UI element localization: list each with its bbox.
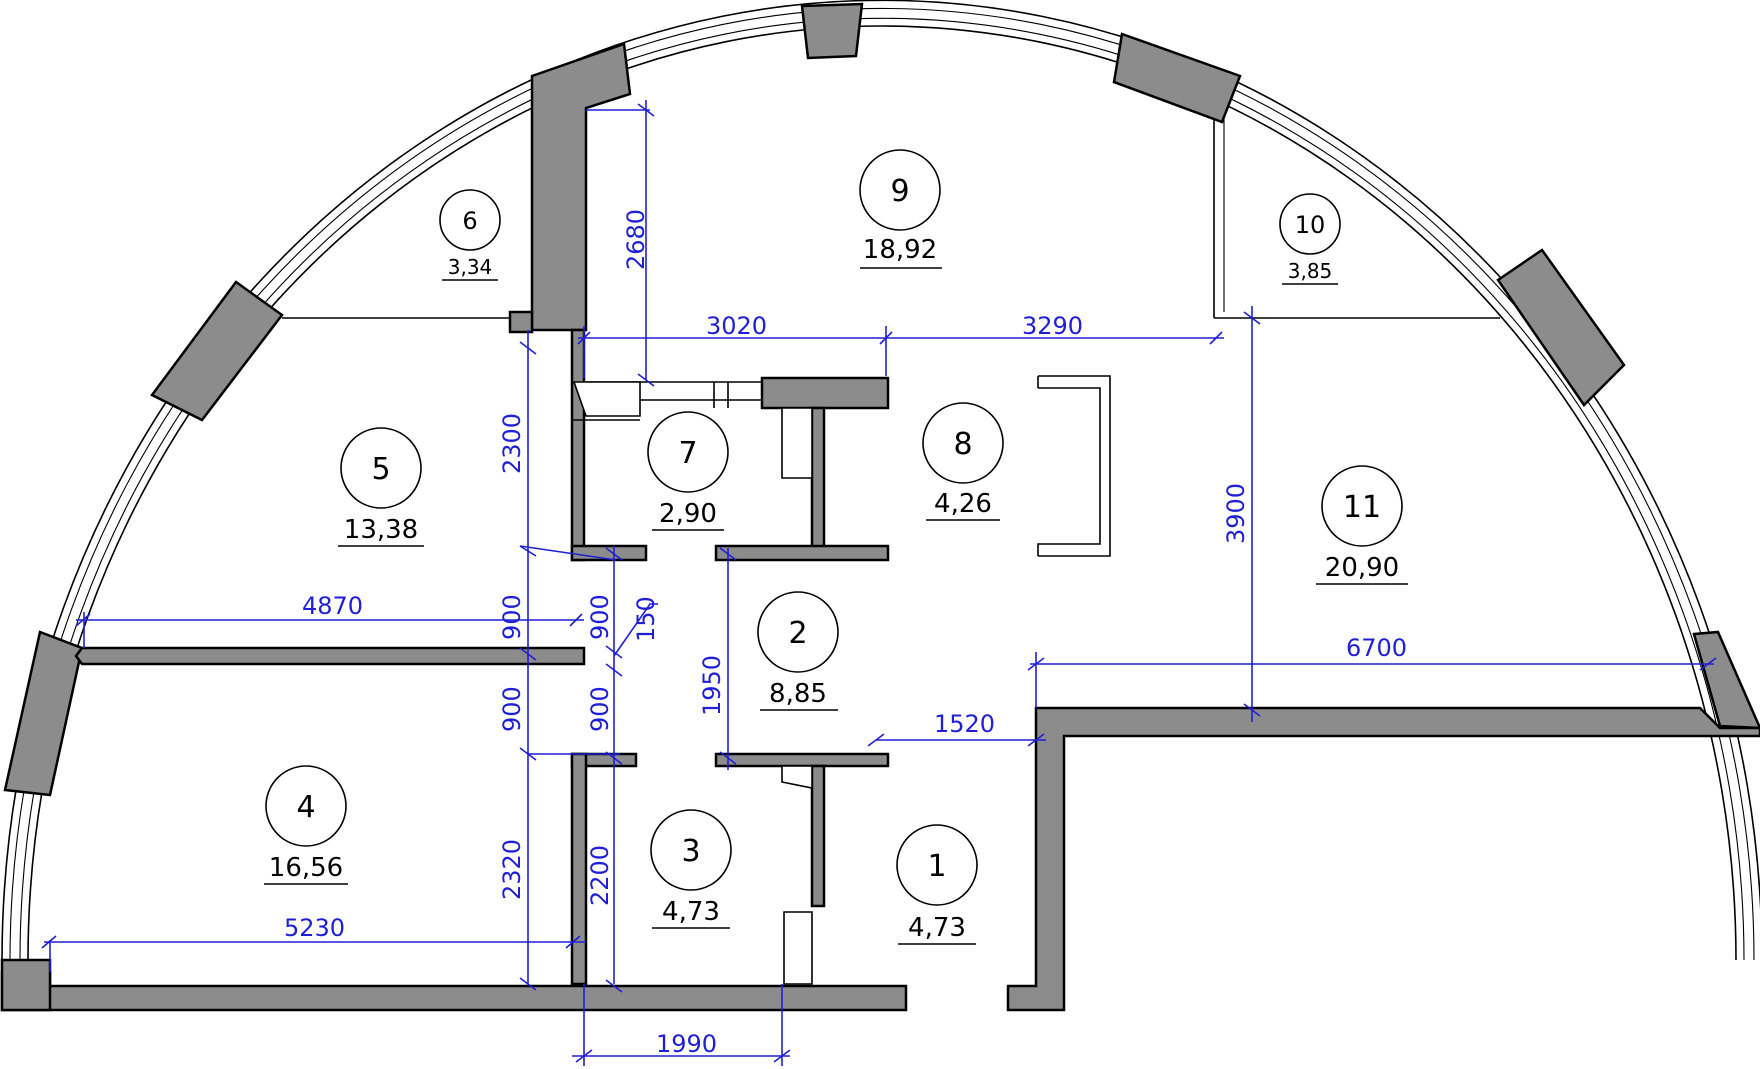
room-4-label: 4 16,56 <box>264 765 348 885</box>
dim-150: 150 <box>632 596 660 642</box>
room-labels: 1 4,73 2 8,85 3 4,73 4 16,56 5 <box>264 149 1408 945</box>
wall-3-right <box>810 764 826 908</box>
doors <box>572 381 813 985</box>
dim-2300: 2300 <box>498 413 526 474</box>
wall-7-bottom-right <box>714 544 890 562</box>
wall-7-top <box>760 376 890 410</box>
room-5-label: 5 13,38 <box>338 427 424 547</box>
room-7-number: 7 <box>678 436 697 471</box>
dim-900-a: 900 <box>498 594 526 640</box>
door-3-top <box>781 765 813 789</box>
wall-5-4 <box>74 646 586 666</box>
arc-pier-b <box>150 280 284 422</box>
wall-room1-right <box>1006 706 1760 1012</box>
room-5-area: 13,38 <box>344 515 418 545</box>
arc-pier-a <box>3 630 84 797</box>
dim-2680: 2680 <box>622 209 650 270</box>
door-3-bottom <box>783 911 813 985</box>
room-8-label: 8 4,26 <box>922 402 1004 521</box>
room-11-area: 20,90 <box>1325 553 1399 583</box>
wall-bottom <box>0 970 908 1012</box>
room-9-label: 9 18,92 <box>859 149 942 269</box>
room-5-number: 5 <box>371 452 390 487</box>
room-3-label: 3 4,73 <box>650 809 732 929</box>
wall-column-top <box>530 42 632 332</box>
dim-2200: 2200 <box>586 845 614 906</box>
wall-7-bottom-left <box>570 544 648 562</box>
dimension-labels: 2680 3020 3290 2300 3900 4870 900 900 15… <box>284 209 1407 1058</box>
room-1-area: 4,73 <box>908 913 966 943</box>
room-4-area: 16,56 <box>269 853 343 883</box>
wall-3-left <box>570 752 588 986</box>
room-2-area: 8,85 <box>769 679 827 709</box>
dimension-lines <box>41 100 1717 1066</box>
dim-3900: 3900 <box>1222 483 1250 544</box>
arc-pier-c <box>800 2 864 60</box>
room-9-number: 9 <box>890 174 909 209</box>
room-6-label: 6 3,34 <box>439 189 501 281</box>
room-3-area: 4,73 <box>662 897 720 927</box>
room-10-number: 10 <box>1295 211 1326 239</box>
room-2-number: 2 <box>788 616 807 651</box>
dim-900-d: 900 <box>586 686 614 732</box>
room-8-number: 8 <box>953 427 972 462</box>
room-8-area: 4,26 <box>934 489 992 519</box>
room-11-label: 11 20,90 <box>1316 465 1408 585</box>
arc-pier-e <box>1496 248 1626 407</box>
arc-pier-d <box>1112 32 1242 124</box>
room-4-number: 4 <box>296 790 315 825</box>
dim-1990: 1990 <box>656 1030 717 1058</box>
room-1-label: 1 4,73 <box>896 824 978 945</box>
room-11-number: 11 <box>1343 490 1381 525</box>
room-6-area: 3,34 <box>448 255 493 279</box>
room-6-number: 6 <box>462 207 477 235</box>
door-7-left <box>572 381 641 417</box>
dim-5230: 5230 <box>284 914 345 942</box>
outer-arc-lines <box>1 0 1760 961</box>
arc-pier-f <box>1692 630 1760 730</box>
room-9-area: 18,92 <box>863 235 937 265</box>
dim-4870: 4870 <box>302 592 363 620</box>
room-7-label: 7 2,90 <box>647 411 729 531</box>
room-2-label: 2 8,85 <box>757 591 839 711</box>
wall-3-top-right <box>714 752 890 768</box>
wall-7-right <box>810 406 826 550</box>
wall-stub-6 <box>508 310 534 334</box>
dim-1950: 1950 <box>698 655 726 716</box>
dim-1520: 1520 <box>934 710 995 738</box>
room-7-area: 2,90 <box>659 499 717 529</box>
room-10-area: 3,85 <box>1288 259 1333 283</box>
wall-7-left <box>570 328 586 562</box>
room-3-number: 3 <box>681 834 700 869</box>
dim-900-c: 900 <box>498 686 526 732</box>
walls <box>0 2 1760 1012</box>
dim-900-b: 900 <box>586 594 614 640</box>
room-1-number: 1 <box>927 849 946 884</box>
room-10-label: 10 3,85 <box>1279 193 1341 285</box>
dim-3020: 3020 <box>706 312 767 340</box>
dim-6700: 6700 <box>1346 634 1407 662</box>
wall-left-end <box>0 958 52 1012</box>
dim-3290: 3290 <box>1022 312 1083 340</box>
door-7-center <box>781 407 813 479</box>
dim-2320: 2320 <box>498 839 526 900</box>
